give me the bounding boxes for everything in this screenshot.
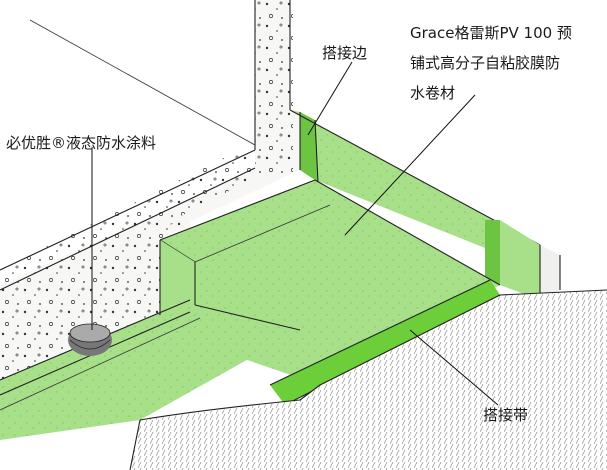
lower-membrane — [0, 240, 301, 440]
label-membrane-line1: Grace格雷斯PV 100 预 — [410, 24, 572, 42]
concrete-wall — [0, 0, 300, 310]
label-lap-edge: 搭接边 — [322, 44, 367, 62]
label-membrane-line2: 铺式高分子自粘胶膜防 — [410, 54, 560, 72]
label-membrane-line3: 水卷材 — [410, 84, 455, 102]
concrete-slab — [0, 215, 190, 395]
coating-roll — [68, 323, 112, 356]
leader-lap-edge — [307, 61, 353, 136]
label-lap-tape: 搭接带 — [483, 406, 528, 424]
wall-membrane — [289, 109, 541, 270]
leader-membrane — [344, 94, 476, 236]
leader-lines — [91, 61, 499, 406]
leader-lap-tape — [409, 329, 499, 406]
right-wall — [485, 220, 561, 300]
label-coating: 必优胜®液态防水涂料 — [6, 134, 156, 152]
soil-section — [129, 289, 607, 470]
